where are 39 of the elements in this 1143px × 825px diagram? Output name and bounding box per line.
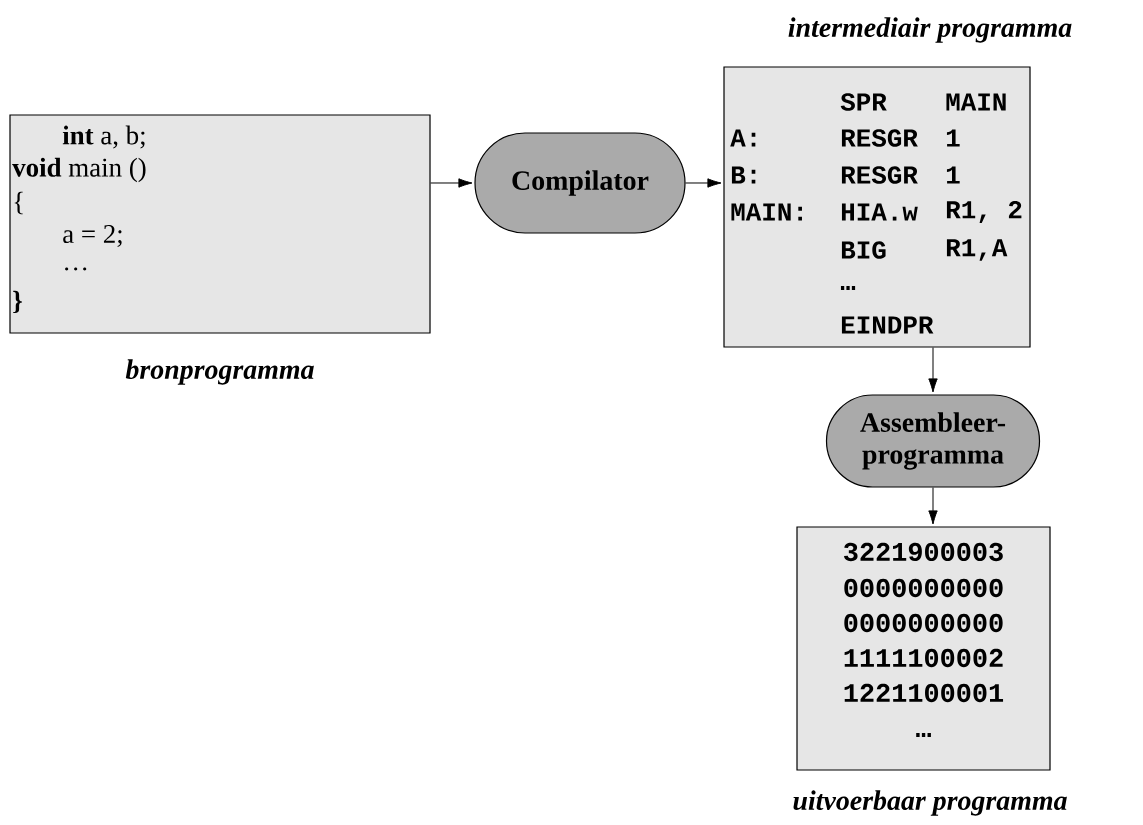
node-label: 1221100001	[844, 683, 1004, 703]
arrow	[928, 347, 938, 393]
node-label: 0000000000	[844, 578, 1003, 598]
node-label: HIA.w	[841, 203, 918, 221]
arrow	[928, 487, 938, 525]
node-label: …	[65, 267, 87, 271]
node-label: 1	[946, 129, 960, 147]
node-label: bronprogramma	[125, 359, 314, 385]
node-label: 3221900003	[844, 542, 1003, 562]
node-label: BIG	[841, 241, 886, 259]
node-label: void main ()	[12, 157, 146, 183]
node-label: RESGR	[841, 129, 918, 147]
machine-code-box: 3221900003 0000000000 0000000000 1111100002 1221100001 …	[796, 526, 1051, 771]
node-label: …	[840, 286, 856, 290]
node-label: 1111100002	[844, 648, 1003, 668]
node-label: R1, 2	[946, 201, 1022, 223]
node-label: a = 2;	[63, 225, 122, 247]
node-label: }	[13, 290, 22, 314]
arrow	[685, 178, 722, 188]
node-label: EINDPR	[841, 316, 934, 334]
source-code-box: int a, b; void main () { a = 2; … }	[9, 114, 431, 334]
node-label: intermediair programma	[788, 17, 1072, 43]
node-label: uitvoerbaar programma	[793, 790, 1067, 816]
node-label: B:	[731, 166, 756, 184]
node-label: int a, b;	[62, 125, 145, 149]
node-label: MAIN	[946, 93, 1006, 111]
node-label: SPR	[840, 93, 887, 111]
process-capsule: Compilator	[474, 132, 686, 234]
assembly-code-box: SPR MAIN A: RESGR 1 B: RESGR 1 MAIN: HIA.w R1, 2 BIG R1,A … EINDPR	[723, 66, 1031, 348]
node-label: MAIN:	[731, 203, 802, 221]
node-label: RESGR	[841, 166, 918, 184]
arrow	[430, 178, 473, 188]
node-label: 1	[946, 166, 960, 184]
node-label: A:	[730, 129, 756, 147]
node-label: R1,A	[946, 239, 1008, 261]
node-label: …	[916, 733, 931, 737]
process-capsule: Assembleer- programma	[825, 394, 1041, 488]
node-label: 0000000000	[844, 613, 1003, 633]
node-label: {	[14, 191, 23, 215]
